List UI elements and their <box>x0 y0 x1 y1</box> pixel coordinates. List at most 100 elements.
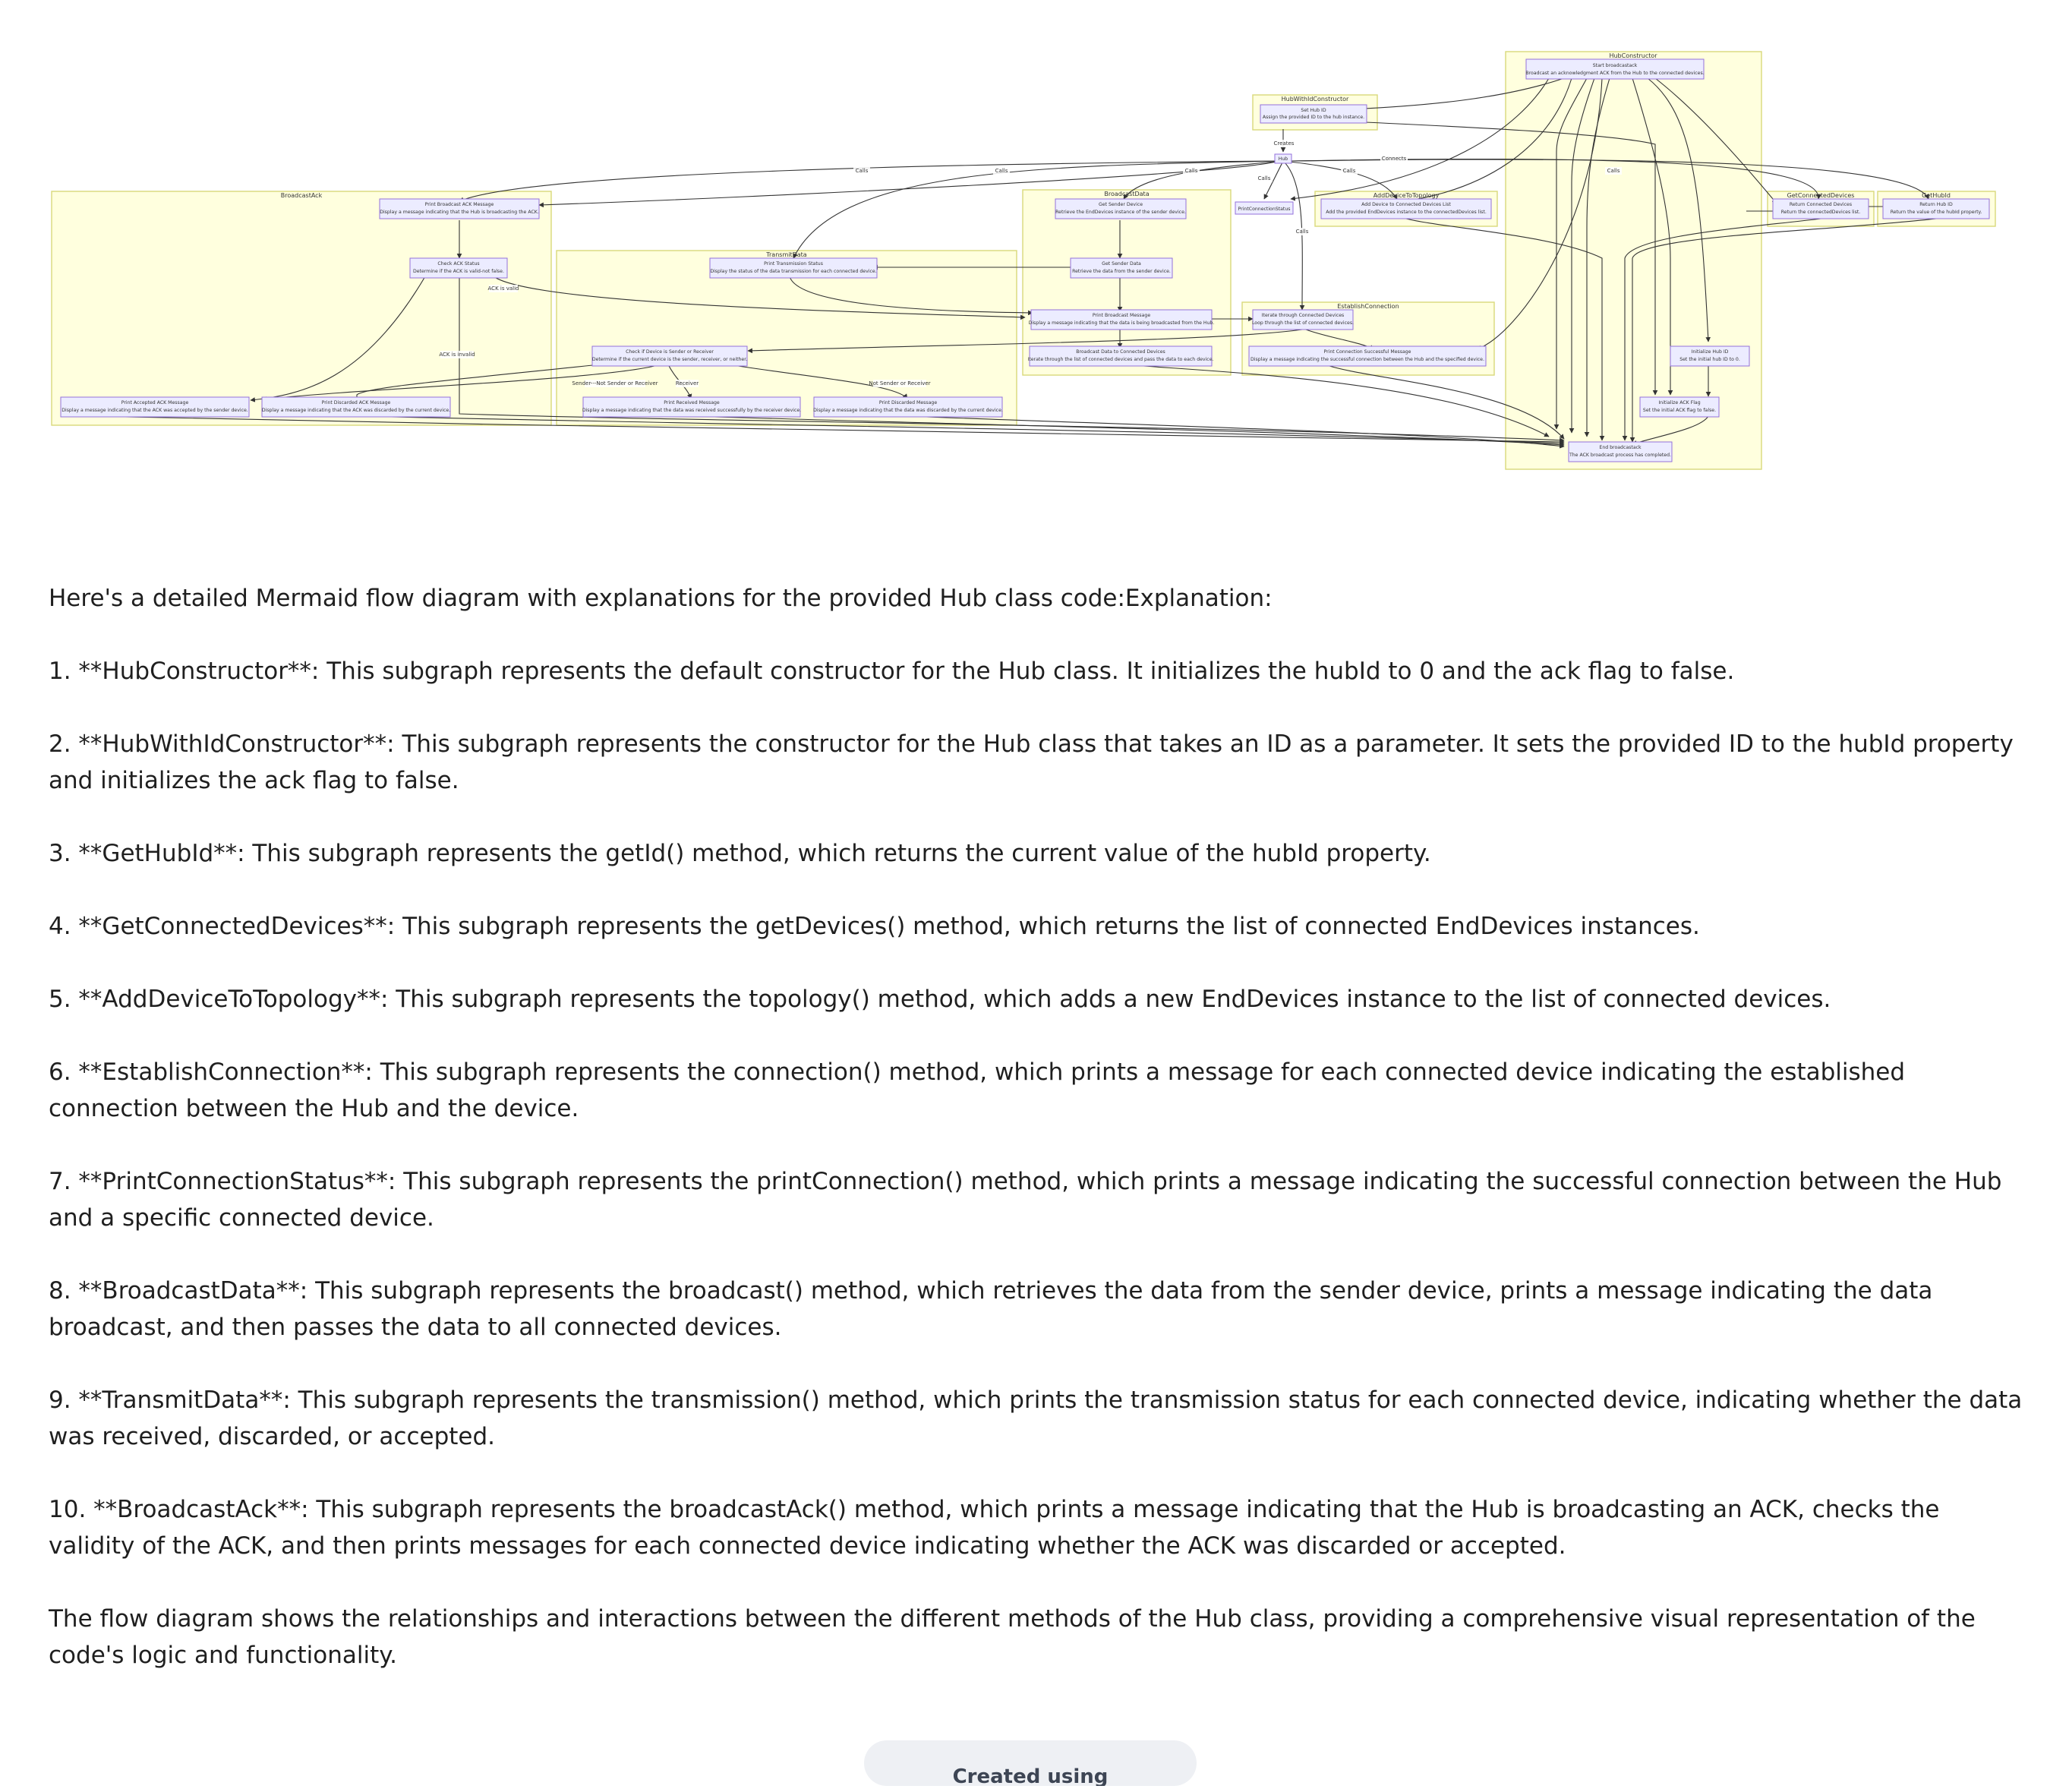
cluster-broadcast-ack-label: BroadcastAck <box>281 192 323 199</box>
edge <box>538 160 1280 208</box>
edge-label-text: Calls <box>1343 168 1356 174</box>
cluster-broadcast-ack: BroadcastAck <box>51 191 552 426</box>
node-desc: Set the initial hub ID to 0. <box>1679 357 1740 362</box>
node-desc: Assign the provided ID to the hub instan… <box>1263 115 1364 120</box>
node-desc: The ACK broadcast process has completed. <box>1569 453 1671 458</box>
cluster-get-connected-devices-label: GetConnectedDevices <box>1787 192 1855 199</box>
node-title: Return Hub ID <box>1919 202 1953 207</box>
edge <box>1332 77 1565 113</box>
explanation-conclusion: The flow diagram shows the relationships… <box>49 1605 1976 1669</box>
node-hub: Hub <box>1274 153 1292 164</box>
node-print-broadcast-message: Print Broadcast Message Display a messag… <box>1029 309 1215 330</box>
explanation-item: 5. **AddDeviceToTopology**: This subgrap… <box>49 986 1831 1013</box>
edge-label-calls-6: Calls <box>1605 167 1622 175</box>
edge <box>793 160 1284 259</box>
node-desc: Determine if the current device is the s… <box>592 357 747 362</box>
cluster-hub-constructor: HubConstructor <box>1505 51 1762 470</box>
node-title: Print Discarded Message <box>879 400 937 405</box>
node-title: PrintConnectionStatus <box>1238 207 1291 212</box>
node-desc: Broadcast an acknowledgment ACK from the… <box>1525 71 1704 76</box>
edge <box>690 415 1565 447</box>
node-title: Initialize Hub ID <box>1692 349 1729 355</box>
node-desc: Display a message indicating that the da… <box>813 408 1003 413</box>
node-desc: Retrieve the EndDevices instance of the … <box>1055 210 1186 215</box>
explanation-item: 2. **HubWithIdConstructor**: This subgra… <box>49 730 2014 794</box>
node-title: Initialize ACK Flag <box>1658 400 1700 405</box>
edge-label-not-sender-receiver: Not Sender or Receiver <box>869 380 931 387</box>
cluster-broadcast-data-label: BroadcastData <box>1104 191 1149 197</box>
node-desc: Determine if the ACK is valid-not false. <box>413 269 504 274</box>
flow-diagram: HubConstructor HubWithIdConstructor Broa… <box>51 51 1996 470</box>
edge-label-text: Not Sender or Receiver <box>869 380 930 386</box>
edge <box>1632 77 1673 396</box>
node-desc: Display a message indicating that the AC… <box>62 408 248 413</box>
edge-label-text: Calls <box>856 168 869 174</box>
edge <box>261 364 661 402</box>
node-desc: Iterate through the list of connected de… <box>1028 357 1214 362</box>
node-title: Check if Device is Sender or Receiver <box>626 349 714 355</box>
edge-label-text: ACK is invalid <box>439 352 475 358</box>
edge-label-calls-1: Calls <box>853 167 870 175</box>
node-title: Print Received Message <box>664 400 720 405</box>
cluster-hub-constructor-label: HubConstructor <box>1609 52 1657 59</box>
node-print-discarded-message: Print Discarded Message Display a messag… <box>813 396 1003 418</box>
node-title: Get Sender Data <box>1102 261 1141 267</box>
node-desc: Display a message indicating that the da… <box>1029 320 1215 326</box>
edge <box>493 276 1026 320</box>
footer-badge-text[interactable]: Created using codetoflow.com <box>952 1765 1109 1786</box>
edge-label-text: ACK is valid <box>488 286 519 292</box>
node-desc: Loop through the list of connected devic… <box>1252 320 1354 326</box>
node-print-connection-successful: Print Connection Successful Message Disp… <box>1248 345 1487 367</box>
node-set-hub-id: Set Hub ID Assign the provided ID to the… <box>1260 104 1367 124</box>
node-title: Print Connection Successful Message <box>1324 349 1411 355</box>
explanation-intro: Here's a detailed Mermaid flow diagram w… <box>49 585 1273 612</box>
cluster-transmit-data: TransmitData <box>556 250 1017 426</box>
edge <box>1404 77 1572 203</box>
edge-label-text: Calls <box>1185 168 1198 174</box>
edge <box>1553 77 1588 430</box>
edge <box>459 160 1284 202</box>
edge <box>459 276 1565 443</box>
explanation-item: 1. **HubConstructor**: This subgraph rep… <box>49 658 1735 685</box>
edge-label-text: Receiver <box>676 380 699 386</box>
edge-label-text: Calls <box>1607 168 1620 174</box>
node-title: Broadcast Data to Connected Devices <box>1076 349 1165 355</box>
explanation-item: 9. **TransmitData**: This subgraph repre… <box>49 1387 2023 1450</box>
cluster-establish-connection-label: EstablishConnection <box>1337 303 1399 310</box>
edge <box>354 364 601 411</box>
edge <box>1123 364 1550 437</box>
node-get-sender-data: Get Sender Data Retrieve the data from t… <box>1070 257 1173 279</box>
node-desc: Display a message indicating that the AC… <box>262 408 450 413</box>
node-initialize-ack-flag: Initialize ACK Flag Set the initial ACK … <box>1639 396 1720 418</box>
cluster-get-hub-id-label: GetHubId <box>1922 192 1951 199</box>
cluster-broadcast-data: BroadcastData <box>1022 189 1232 376</box>
edge-label-calls-2: Calls <box>993 167 1010 175</box>
node-print-accepted-ack: Print Accepted ACK Message Display a mes… <box>60 396 250 418</box>
edge <box>1324 364 1565 440</box>
node-broadcast-to-connected: Broadcast Data to Connected Devices Iter… <box>1028 345 1214 367</box>
node-title: Print Discarded ACK Message <box>322 400 391 405</box>
footer-badge[interactable]: Created using codetoflow.com <box>864 1740 1197 1786</box>
node-desc: Display a message indicating the success… <box>1250 357 1484 362</box>
node-title: Print Broadcast ACK Message <box>425 202 494 207</box>
edge-label-ack-invalid: ACK is invalid <box>439 351 475 358</box>
node-title: Print Accepted ACK Message <box>121 400 189 405</box>
node-title: Hub <box>1279 156 1288 162</box>
edge <box>728 364 908 399</box>
node-title: Check ACK Status <box>437 261 479 267</box>
node-title: Add Device to Connected Devices List <box>1361 202 1451 207</box>
edge-label-ack-valid: ACK is valid <box>488 285 519 292</box>
edge-label-receiver: Receiver <box>676 380 699 387</box>
cluster-transmit-data-label: TransmitData <box>765 251 806 258</box>
node-add-device-to-list: Add Device to Connected Devices List Add… <box>1320 198 1492 219</box>
edge <box>1622 218 1821 441</box>
edge <box>1290 77 1550 201</box>
node-title: Set Hub ID <box>1301 108 1326 113</box>
node-title: Iterate through Connected Devices <box>1262 313 1345 318</box>
explanation-item: 3. **GetHubId**: This subgraph represent… <box>49 840 1431 867</box>
edge-label-text: Creates <box>1274 140 1295 147</box>
edge <box>907 415 1565 449</box>
explanation-item: 6. **EstablishConnection**: This subgrap… <box>49 1058 1906 1122</box>
node-print-transmission-status: Print Transmission Status Display the st… <box>709 257 878 279</box>
edge <box>1569 77 1595 434</box>
